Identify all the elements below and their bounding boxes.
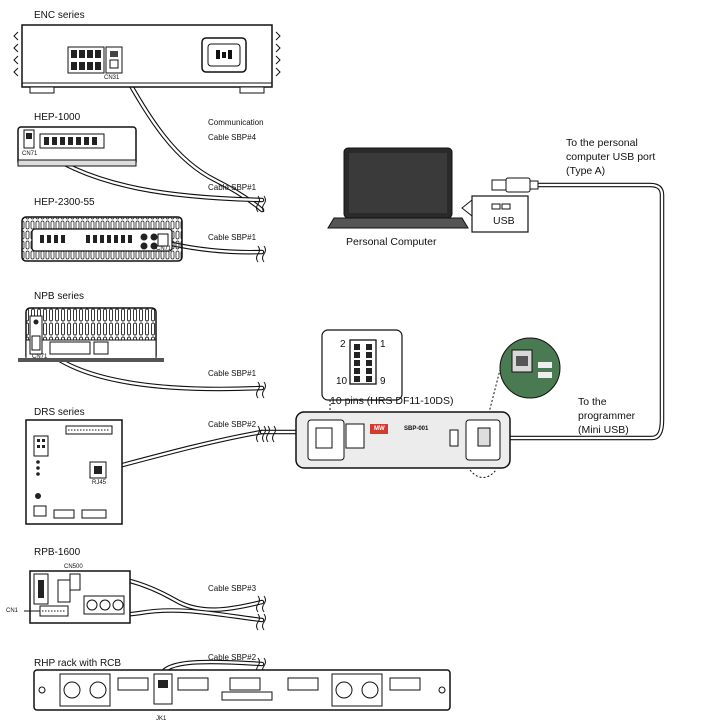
cable-sbp4-label-line2: Cable SBP#4 [208, 133, 257, 142]
enc-port-label: CN31 [104, 75, 120, 81]
programmer-port-line1: To the [578, 396, 607, 408]
hep2300-port-label: CN71 [156, 246, 172, 252]
computer-label: Personal Computer [346, 236, 437, 248]
rpb-title: RPB-1600 [34, 547, 81, 558]
pin-connector-callout [321, 329, 403, 412]
cable-break-marks [256, 195, 276, 675]
rpb-port-left-label: CN1 [6, 608, 19, 614]
cable-rhp-label: Cable SBP#2 [208, 653, 257, 662]
usb-callout [461, 195, 529, 233]
drs-device [25, 419, 123, 525]
laptop-icon [327, 147, 469, 229]
cable-drs-label: Cable SBP#2 [208, 420, 257, 429]
mini-usb-callout [469, 337, 561, 478]
drs-title: DRS series [34, 407, 85, 418]
pin-1-label: 1 [380, 339, 386, 350]
cable-rpb-label: Cable SBP#3 [208, 584, 257, 593]
pin-10-label: 10 [336, 376, 348, 387]
drs-port-label: RJ45 [92, 480, 107, 486]
programmer-device [295, 411, 511, 469]
pin-9-label: 9 [380, 376, 386, 387]
programmer-port-line2: programmer [578, 410, 636, 422]
hep1000-device [17, 126, 137, 167]
rhp-port-label: JK1 [156, 716, 167, 722]
enc-title: ENC series [34, 10, 85, 21]
enc-device [13, 24, 281, 94]
hep1000-port-label: CN71 [22, 151, 38, 157]
cable-npb-label: Cable SBP#1 [208, 369, 257, 378]
cable-sbp4-label-line1: Communication [208, 118, 264, 127]
hep2300-device [21, 216, 183, 262]
pc-port-line3: (Type A) [566, 165, 606, 177]
pc-port-line2: computer USB port [566, 151, 656, 163]
cable-hep1000-label: Cable SBP#1 [208, 183, 257, 192]
hep1000-title: HEP-1000 [34, 112, 81, 123]
rpb-device [24, 570, 131, 624]
rhp-device [33, 669, 451, 711]
npb-port-label: CN71 [32, 354, 48, 360]
programmer-port-line3: (Mini USB) [578, 424, 629, 436]
pc-port-line1: To the personal [566, 137, 638, 149]
cable-hep2300-label: Cable SBP#1 [208, 233, 257, 242]
rhp-title: RHP rack with RCB [34, 658, 122, 669]
usb-port-label: USB [493, 215, 515, 227]
npb-device [18, 307, 164, 362]
programmer-brand-logo: MW [374, 426, 385, 432]
hep2300-title: HEP-2300-55 [34, 197, 95, 208]
programmer-model-label: SBP-001 [404, 426, 429, 432]
usb-plug-icon [491, 177, 539, 193]
npb-title: NPB series [34, 291, 85, 302]
rpb-port-top-label: CN500 [64, 564, 83, 570]
pin-2-label: 2 [340, 339, 346, 350]
connector-caption: 10 pins (HRS DF11-10DS) [330, 395, 454, 407]
